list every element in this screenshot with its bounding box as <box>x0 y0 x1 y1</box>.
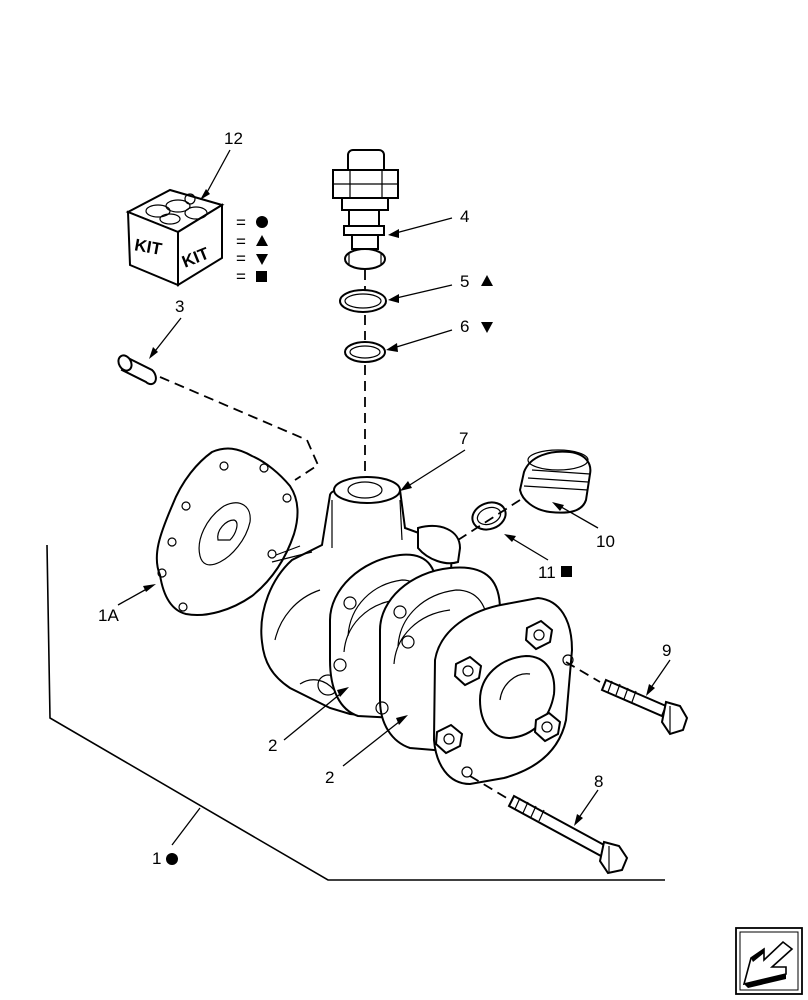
callout-5: 5 <box>460 272 469 291</box>
callout-1: 1 <box>152 849 161 868</box>
callout-1a: 1A <box>98 606 119 625</box>
kit-legend: = = = = <box>236 213 268 286</box>
assembly-bracket <box>46 544 665 881</box>
callout-6-triangle-down-icon <box>481 322 493 333</box>
kit-label-left: KIT <box>133 235 164 259</box>
end-cover <box>432 596 574 786</box>
bolt-8 <box>507 794 629 875</box>
o-ring-5-inner <box>344 293 382 309</box>
o-ring-5 <box>339 289 387 313</box>
o-ring-6-inner <box>349 345 381 359</box>
legend-triangle-down-icon <box>256 254 268 265</box>
callout-7: 7 <box>459 429 468 448</box>
callout-6: 6 <box>460 317 469 336</box>
callout-1-circle-icon <box>166 853 178 865</box>
callout-11-square-icon <box>561 566 572 577</box>
callout-4: 4 <box>460 207 469 226</box>
callout-3: 3 <box>175 297 184 316</box>
legend-triangle-up-icon <box>256 235 268 246</box>
legend-circle-icon <box>256 216 268 228</box>
legend-eq-4: = <box>236 267 246 286</box>
callout-10: 10 <box>596 532 615 551</box>
callout-11: 11 <box>538 563 556 582</box>
o-ring-6 <box>344 341 386 363</box>
legend-eq-2: = <box>236 232 246 251</box>
plug <box>518 449 592 514</box>
legend-square-icon <box>256 271 267 282</box>
callout-12: 12 <box>224 129 243 148</box>
dowel-pin <box>117 354 157 386</box>
previous-page-arrow-icon[interactable] <box>735 927 803 995</box>
relief-valve-cartridge <box>332 149 399 270</box>
legend-eq-3: = <box>236 249 246 268</box>
bolt-9 <box>600 678 689 736</box>
callout-2-second: 2 <box>325 768 334 787</box>
gasket <box>155 447 299 616</box>
callout-5-triangle-up-icon <box>481 275 493 286</box>
callout-8: 8 <box>594 772 603 791</box>
callout-2-first: 2 <box>268 736 277 755</box>
callout-9: 9 <box>662 641 671 660</box>
kit-box-icon: KIT KIT <box>125 188 225 287</box>
legend-eq-1: = <box>236 213 246 232</box>
